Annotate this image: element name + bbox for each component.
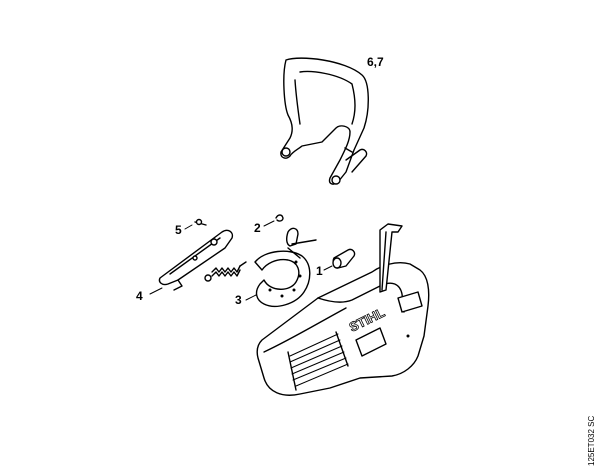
callout-6-7: 6,7 — [367, 55, 384, 69]
sprocket-cover-part: STIHL — [256, 223, 430, 396]
spring-part — [204, 261, 247, 282]
e-clip-part — [263, 214, 284, 227]
brake-band-part — [245, 227, 317, 308]
pin-part — [184, 218, 207, 230]
callout-5: 5 — [175, 223, 182, 237]
brake-lever-part — [149, 229, 234, 295]
callout-3: 3 — [235, 293, 242, 307]
callout-1: 1 — [316, 264, 323, 278]
bushing-part — [323, 248, 356, 271]
drawing-code: 125ET032 SC — [587, 416, 596, 466]
callout-2: 2 — [254, 221, 261, 235]
callout-4: 4 — [136, 289, 143, 303]
hand-guard-part — [280, 57, 369, 185]
